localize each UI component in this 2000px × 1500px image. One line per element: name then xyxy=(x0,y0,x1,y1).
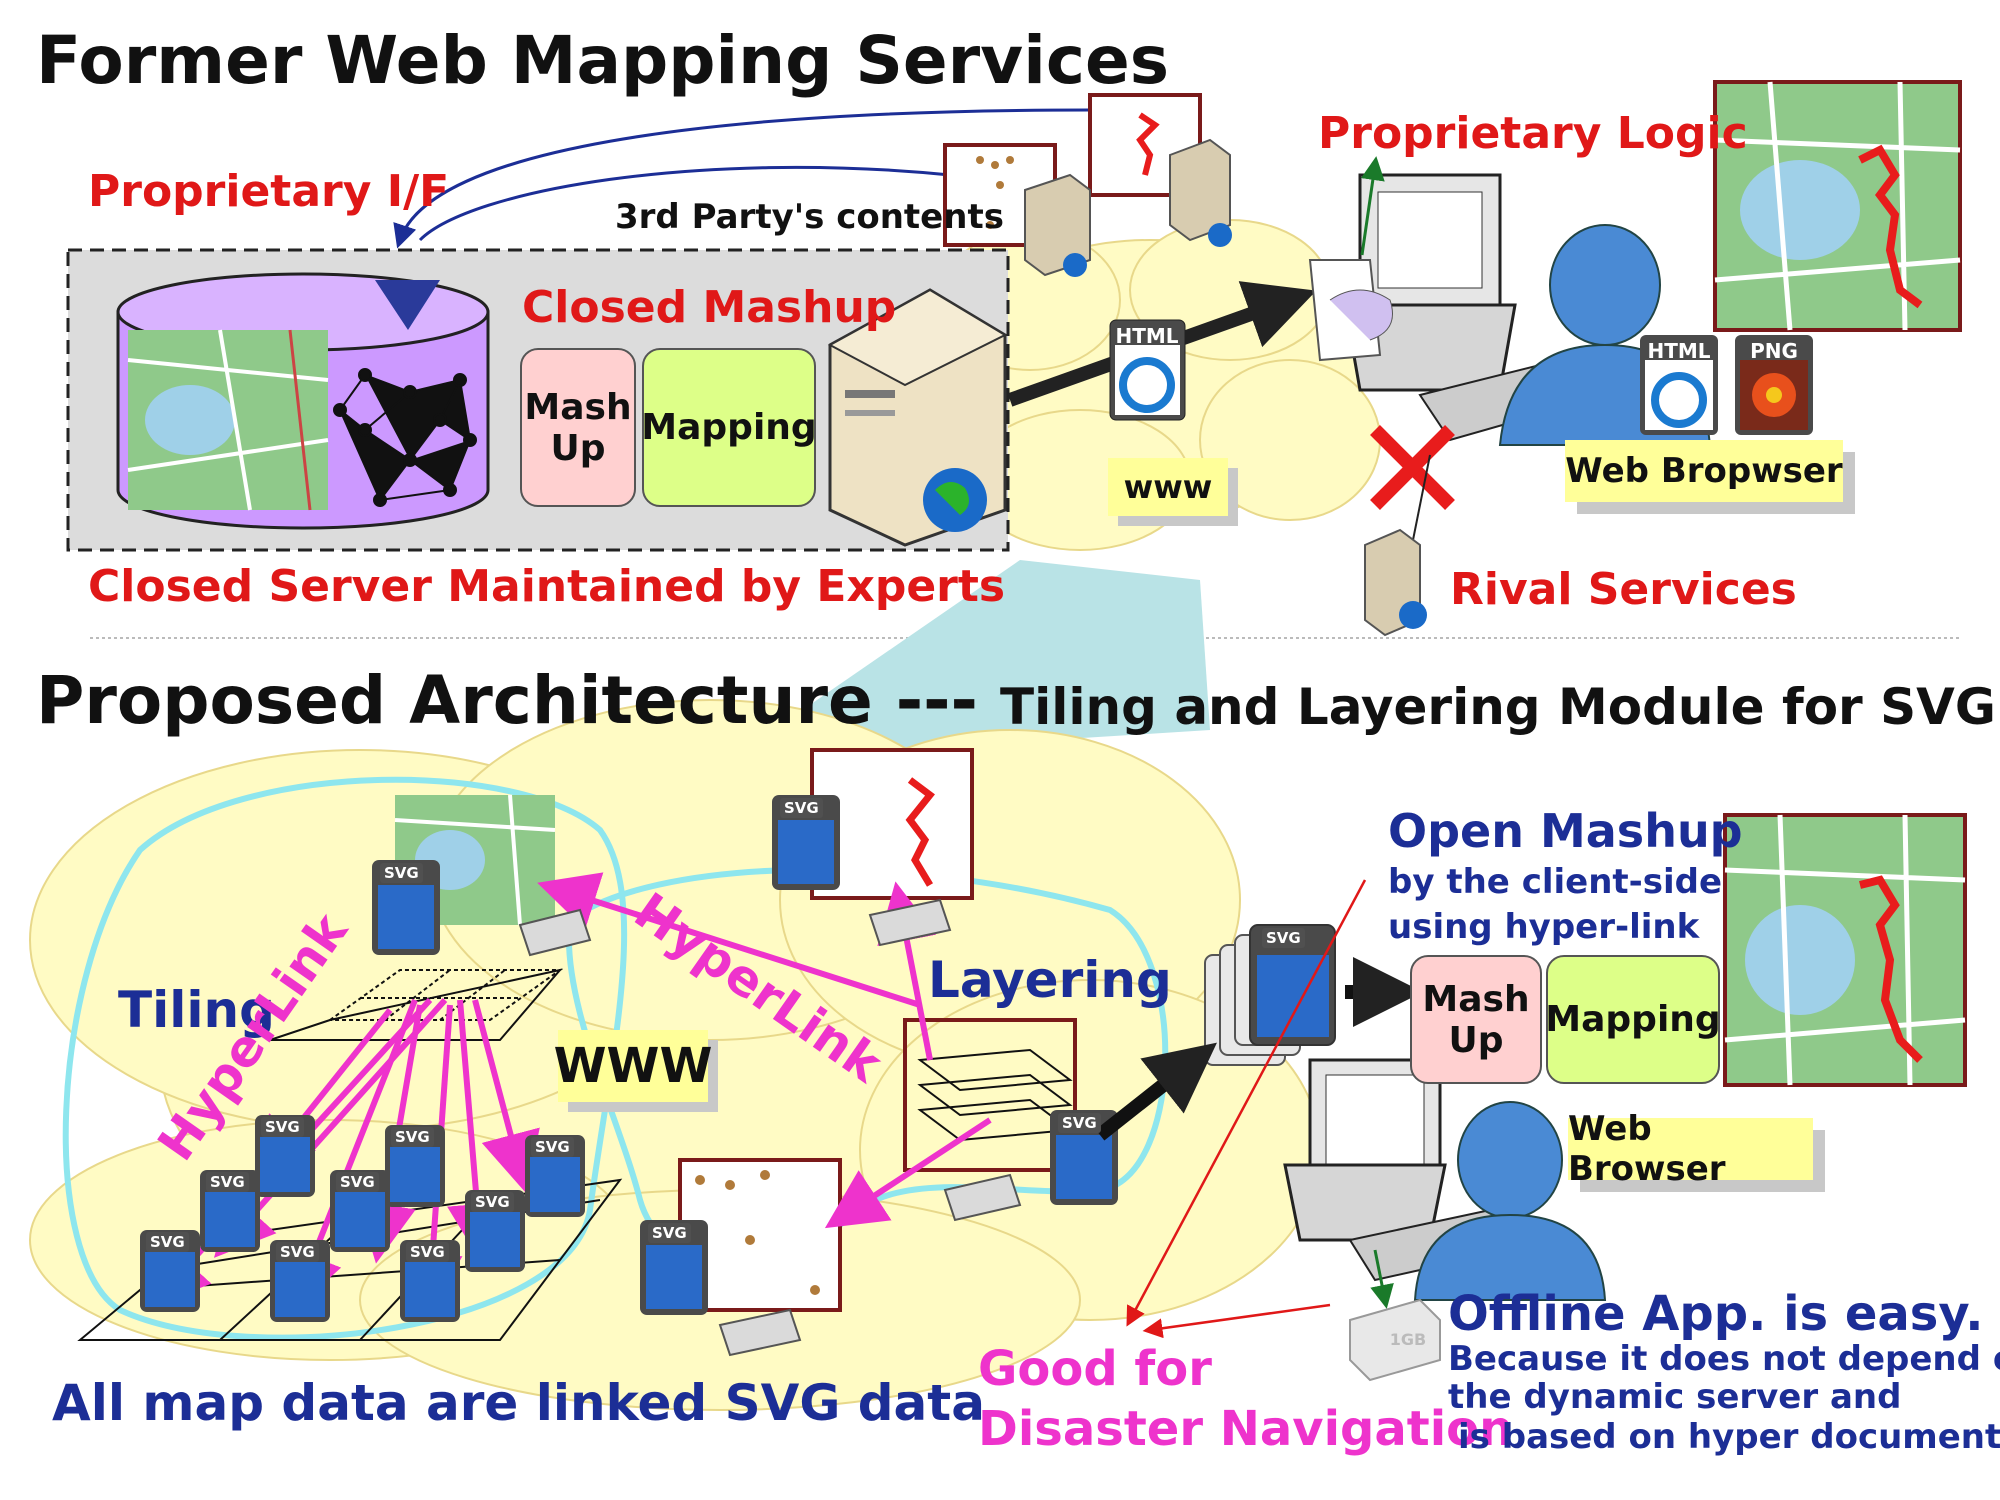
navy-arrow-2 xyxy=(418,165,951,242)
server-small-2 xyxy=(1169,138,1232,247)
svg-badge: SVG xyxy=(206,1172,249,1192)
using-hyperlink-label: using hyper-link xyxy=(1388,907,1700,947)
svg-to-client-arrow xyxy=(1095,1042,1217,1141)
top-www-tag: www xyxy=(1108,458,1228,516)
svg-badge: SVG xyxy=(780,798,823,818)
map-top-right xyxy=(1713,80,1962,332)
tiling-label: Tiling xyxy=(118,981,275,1039)
svg-badge: SVG xyxy=(276,1242,319,1262)
svg-badge: SVG xyxy=(380,863,423,883)
proprietary-if-label: Proprietary I/F xyxy=(88,166,450,217)
png-badge-browser: PNG xyxy=(1735,335,1813,435)
html-badge-cloud: HTML xyxy=(1109,319,1186,421)
html-badge-browser: HTML xyxy=(1640,335,1718,435)
svg-badge: SVG xyxy=(391,1127,434,1147)
open-mashup-label: Open Mashup xyxy=(1388,804,1743,858)
client-side-label: by the client-side xyxy=(1388,862,1723,902)
bottom-title-main: Proposed Architecture --- xyxy=(36,662,978,739)
poi-icons xyxy=(695,1170,820,1295)
all-linked-label: All map data are linked SVG data xyxy=(52,1374,985,1432)
svg-badge: SVG xyxy=(146,1232,189,1252)
closed-mashup-label: Closed Mashup xyxy=(522,282,897,333)
layering-label: Layering xyxy=(928,951,1172,1009)
logic-up-arrow xyxy=(1360,156,1385,256)
third-party-label: 3rd Party's contents xyxy=(615,197,1004,237)
svg-file-icon xyxy=(772,795,840,890)
svg-file-icon xyxy=(640,1220,708,1315)
client-computer-top xyxy=(1343,173,1592,442)
top-title: Former Web Mapping Services xyxy=(36,22,1169,99)
navy-arrow-1 xyxy=(393,108,1091,249)
bottom-www-tag: WWW xyxy=(554,1030,712,1102)
offline-line-2: the dynamic server and xyxy=(1448,1377,1902,1417)
route-line-bottom xyxy=(905,777,935,887)
disk-drives xyxy=(518,898,1022,1357)
svg-file-icon xyxy=(372,860,440,955)
top-mashup-box: Mash Up xyxy=(520,348,636,507)
html-badge-text-2: HTML xyxy=(1647,339,1710,363)
svg-badge: SVG xyxy=(406,1242,449,1262)
red-arrow-open-mashup xyxy=(1126,879,1367,1327)
blocked-x xyxy=(1370,425,1455,510)
svg-file-icon xyxy=(1050,1110,1118,1205)
offline-line-1: Because it does not depend on xyxy=(1448,1339,2000,1379)
svg-badge: SVG xyxy=(1058,1113,1101,1133)
map-bottom-right xyxy=(1723,813,1967,1087)
html-badge-text-1: HTML xyxy=(1115,324,1178,348)
offline-line-3: is based on hyper documents. xyxy=(1458,1417,2000,1457)
gb-label: 1GB xyxy=(1390,1330,1426,1349)
rival-services-label: Rival Services xyxy=(1450,564,1797,615)
bottom-mashup-box: Mash Up xyxy=(1410,955,1542,1084)
top-mapping-box: Mapping xyxy=(641,348,817,507)
rival-link-line xyxy=(1411,454,1431,546)
red-arrow-offline xyxy=(1142,1303,1331,1339)
svg-badge: SVG xyxy=(531,1137,574,1157)
gb-storage-icon: 1GB xyxy=(1349,1298,1441,1382)
svg-badge: SVG xyxy=(261,1117,304,1137)
proprietary-if-arrowhead xyxy=(375,280,440,330)
good-for-label: Good for xyxy=(978,1341,1212,1397)
zoom-funnel xyxy=(730,560,1210,760)
green-arrow-to-storage xyxy=(1370,1249,1394,1309)
svg-badge: SVG xyxy=(1262,928,1305,948)
user-person-bottom xyxy=(1413,1101,1607,1301)
svg-badge: SVG xyxy=(336,1172,379,1192)
closed-server-label: Closed Server Maintained by Experts xyxy=(88,561,1006,612)
network-graph xyxy=(333,368,477,507)
tile-grid-frame xyxy=(269,968,563,1041)
svg-badge: SVG xyxy=(471,1192,514,1212)
proprietary-logic-label: Proprietary Logic xyxy=(1318,108,1748,159)
route-line-top xyxy=(1136,112,1160,176)
png-badge-text: PNG xyxy=(1750,339,1798,363)
svg-stack-right xyxy=(1204,924,1336,1066)
bottom-mapping-box: Mapping xyxy=(1545,955,1721,1084)
third-party-icons xyxy=(976,156,1014,229)
disaster-navigation-label: Disaster Navigation xyxy=(978,1401,1514,1457)
svg-badge: SVG xyxy=(648,1223,691,1243)
bottom-web-browser-tag: Web Browser xyxy=(1568,1109,1813,1189)
main-server xyxy=(827,288,1008,547)
map-thumbnail-db xyxy=(127,329,329,511)
bottom-title-sub: Tiling and Layering Module for SVG xyxy=(1000,678,1996,736)
rival-server xyxy=(1364,528,1427,637)
top-web-browser-tag: Web Bropwser xyxy=(1565,440,1843,502)
script-document-icon xyxy=(1308,259,1393,362)
layering-box xyxy=(903,1018,1077,1172)
offline-title: Offline App. is easy. xyxy=(1448,1286,1984,1342)
server-small-1 xyxy=(1024,173,1091,277)
